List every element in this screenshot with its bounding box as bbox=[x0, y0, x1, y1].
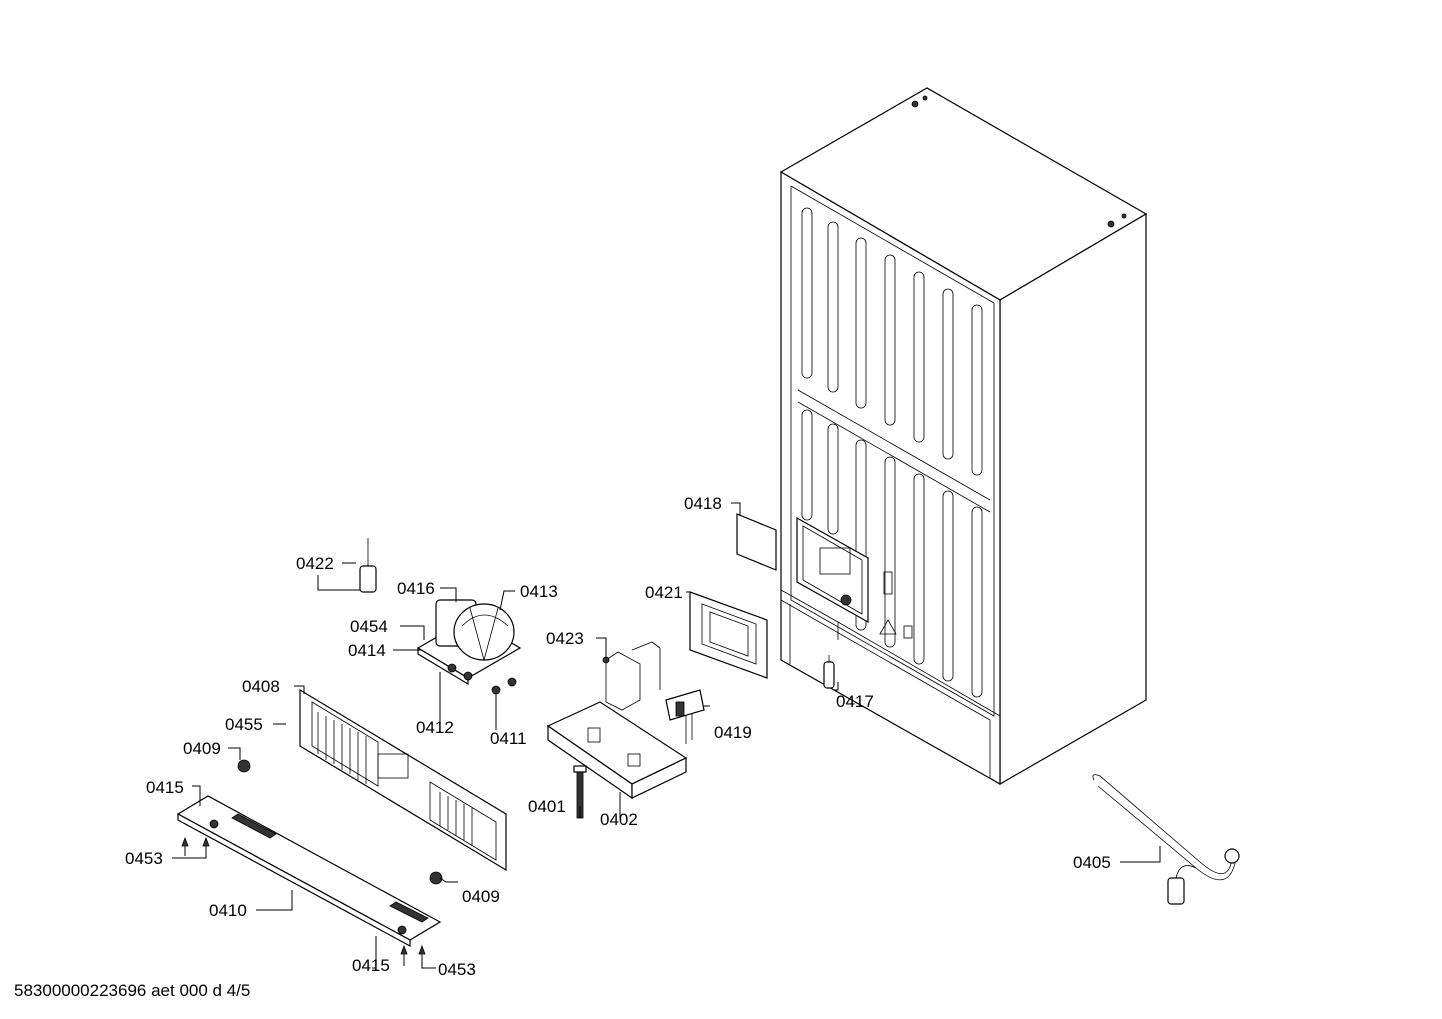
part-0402-tray bbox=[546, 701, 688, 800]
part-0423-tube bbox=[602, 641, 661, 711]
callout-0419: 0419 bbox=[714, 723, 752, 742]
part-0410-base-rail bbox=[176, 795, 442, 948]
part-0413-compressor bbox=[416, 599, 522, 695]
callout-0413: 0413 bbox=[520, 582, 558, 601]
callout-0454: 0454 bbox=[350, 617, 388, 636]
part-0418-label bbox=[736, 513, 777, 571]
callout-0408: 0408 bbox=[242, 677, 280, 696]
callout-0417: 0417 bbox=[836, 692, 874, 711]
arrow-icons bbox=[181, 836, 426, 955]
callout-0401: 0401 bbox=[528, 797, 566, 816]
part-0405-power-cable bbox=[1092, 774, 1240, 905]
callout-0418: 0418 bbox=[684, 494, 722, 513]
callout-0409-lower: 0409 bbox=[462, 887, 500, 906]
part-0421-cover bbox=[689, 591, 768, 679]
part-0417-cylinder bbox=[823, 655, 835, 689]
refrigerator-cabinet bbox=[779, 87, 1148, 786]
callout-0415-upper: 0415 bbox=[146, 778, 184, 797]
document-code: 58300000223696 aet 000 d 4/5 bbox=[14, 981, 251, 1000]
callout-0412: 0412 bbox=[416, 718, 454, 737]
callout-0455: 0455 bbox=[225, 715, 263, 734]
callout-0423: 0423 bbox=[546, 629, 584, 648]
part-0422-dryer bbox=[359, 538, 377, 593]
callout-0453-right: 0453 bbox=[438, 960, 476, 979]
callout-0409-upper: 0409 bbox=[183, 739, 221, 758]
callout-0421: 0421 bbox=[645, 583, 683, 602]
part-0409-screw-upper bbox=[237, 759, 251, 773]
callout-0411: 0411 bbox=[490, 729, 527, 748]
part-0419-bracket bbox=[665, 689, 705, 744]
callout-0415-lower: 0415 bbox=[352, 956, 390, 975]
callout-0410: 0410 bbox=[209, 901, 247, 920]
callout-0422: 0422 bbox=[296, 554, 334, 573]
leader-lines bbox=[172, 502, 1161, 969]
callout-labels: 0418 0421 0417 0419 0423 0401 0402 0405 … bbox=[125, 494, 1111, 979]
callout-0453-left: 0453 bbox=[125, 849, 163, 868]
callout-0414: 0414 bbox=[348, 641, 386, 660]
part-0409-screw-lower bbox=[429, 871, 443, 885]
callout-0402: 0402 bbox=[600, 810, 638, 829]
part-0408-panel bbox=[299, 688, 507, 872]
callout-0405: 0405 bbox=[1073, 853, 1111, 872]
callout-0416: 0416 bbox=[397, 579, 435, 598]
